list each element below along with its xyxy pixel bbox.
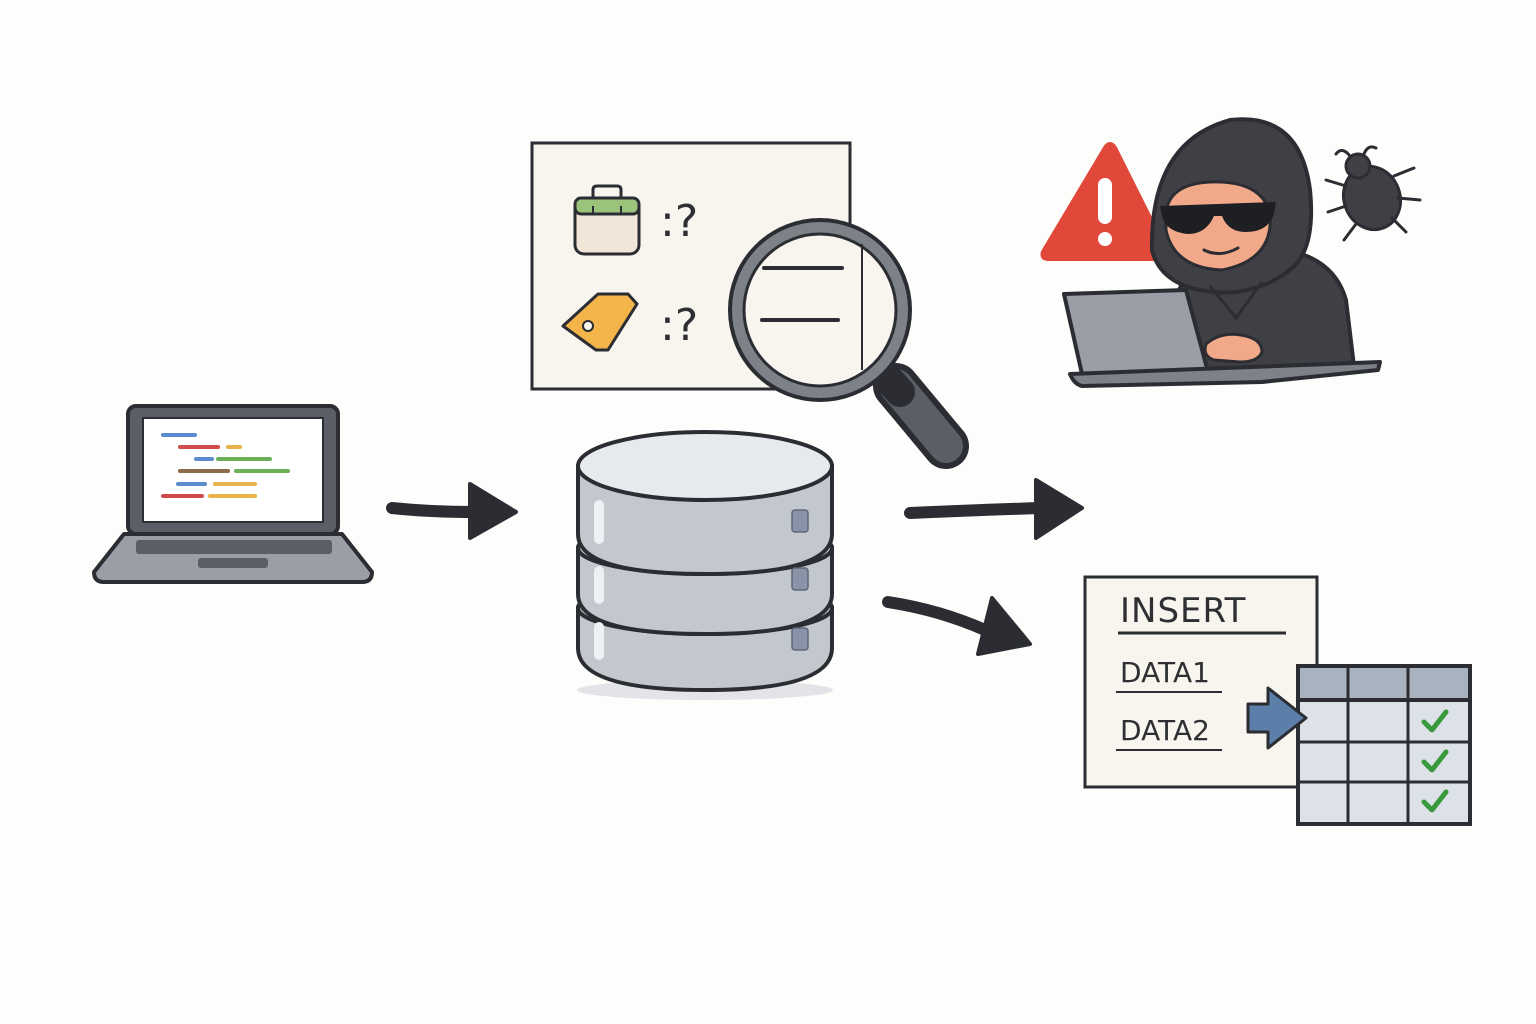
insert-row-data2: DATA2 [1120,714,1210,747]
unknown-mark-1: :? [660,196,698,247]
insert-title: INSERT [1120,591,1246,631]
insert-arrow-icon [1246,686,1308,750]
insert-card: INSERT DATA1 DATA2 [1083,575,1319,789]
arrow-database-to-attacker [904,478,1084,540]
check-icon [1421,789,1449,813]
magnifier-icon [728,218,969,469]
check-icon [1421,709,1449,733]
hacker-icon [1062,117,1382,388]
container-icon [573,184,641,256]
attacker-group [1040,117,1422,388]
arrow-developer-to-database [386,482,518,540]
database-icon [576,430,834,700]
insert-row-data1: DATA1 [1120,656,1210,689]
code-lines [161,433,290,498]
bug-icon [1324,145,1422,242]
tag-icon [561,292,639,352]
laptop-code-icon [92,404,374,584]
arrow-database-to-insert [882,596,1032,656]
inspect-panel: :? :? [530,141,969,469]
warning-icon [1040,142,1170,261]
check-icon [1421,749,1449,773]
data-table [1296,664,1472,826]
unknown-mark-2: :? [660,300,698,351]
